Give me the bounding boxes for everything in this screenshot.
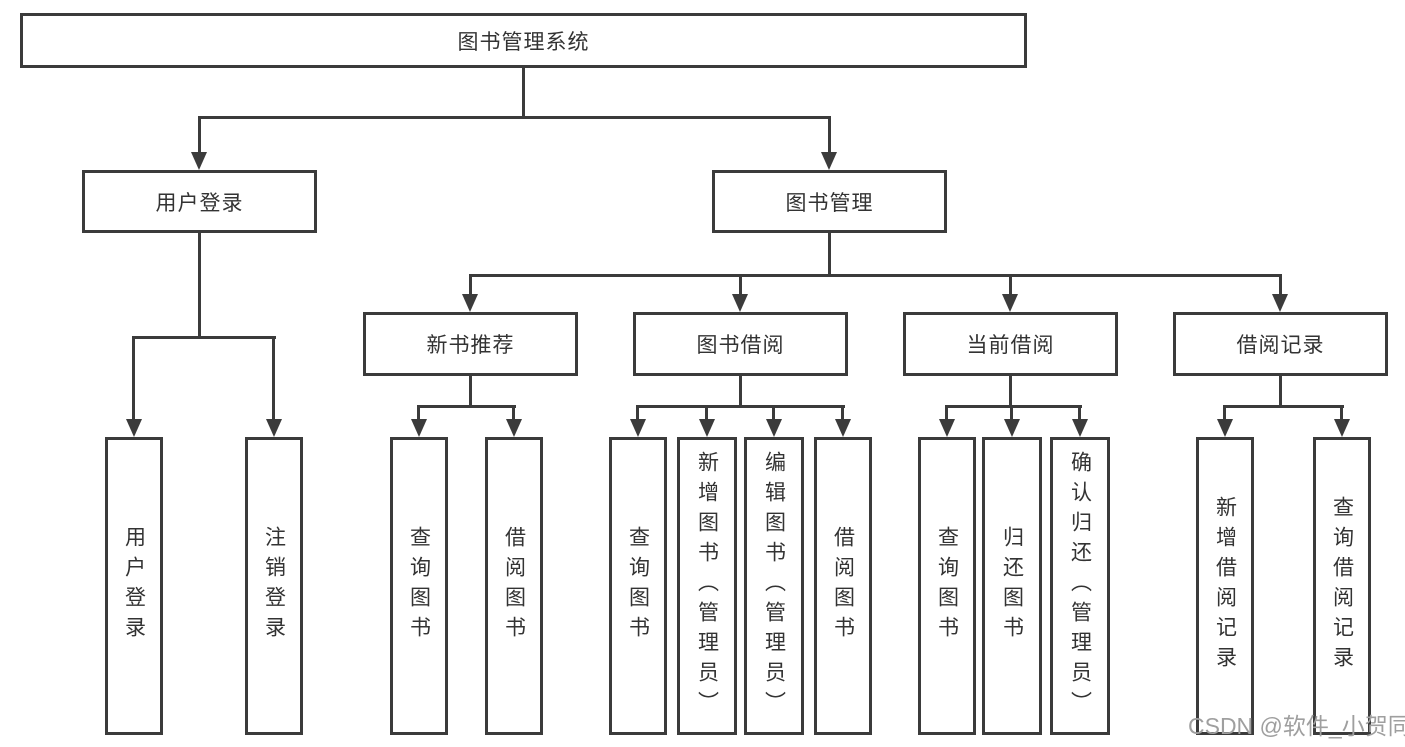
node-book-borrowing: 图书借阅	[633, 312, 848, 376]
leaf-query-books-recommend: 查询图书	[390, 437, 448, 735]
arrowhead-down-icon	[732, 294, 748, 312]
leaf-add-borrow-record: 新增借阅记录	[1196, 437, 1254, 735]
node-root-label: 图书管理系统	[457, 30, 590, 54]
leaf-add-books-admin-label: 新增图书（管理员）	[695, 451, 719, 721]
connector-line	[1010, 405, 1013, 419]
connector-line	[739, 376, 742, 407]
arrowhead-down-icon	[1002, 294, 1018, 312]
arrowhead-down-icon	[821, 152, 837, 170]
leaf-borrow-books-borrowing-label: 借阅图书	[831, 526, 855, 646]
connector-line	[1279, 274, 1282, 294]
connector-line	[417, 405, 516, 408]
leaf-query-books-borrowing-label: 查询图书	[626, 526, 650, 646]
arrowhead-down-icon	[630, 419, 646, 437]
node-current-borrowing-label: 当前借阅	[966, 334, 1055, 357]
leaf-query-borrow-record: 查询借阅记录	[1313, 437, 1371, 735]
leaf-confirm-return-admin-label: 确认归还（管理员）	[1068, 451, 1092, 721]
connector-line	[132, 336, 135, 419]
leaf-query-books-current-label: 查询图书	[935, 526, 959, 646]
node-borrowing-records: 借阅记录	[1173, 312, 1388, 376]
leaf-edit-books-admin-label: 编辑图书（管理员）	[762, 451, 786, 721]
connector-line	[1223, 405, 1226, 419]
connector-line	[522, 68, 525, 118]
node-current-borrowing: 当前借阅	[903, 312, 1118, 376]
arrowhead-down-icon	[411, 419, 427, 437]
connector-line	[198, 233, 201, 336]
connector-line	[841, 405, 844, 419]
arrowhead-down-icon	[1334, 419, 1350, 437]
connector-line	[469, 376, 472, 407]
connector-line	[272, 336, 275, 419]
leaf-query-books-current: 查询图书	[918, 437, 976, 735]
connector-line	[417, 405, 420, 419]
connector-line	[198, 116, 201, 152]
arrowhead-down-icon	[1072, 419, 1088, 437]
leaf-query-borrow-record-label: 查询借阅记录	[1330, 496, 1354, 676]
connector-line	[1009, 376, 1012, 407]
connector-line	[1340, 405, 1343, 419]
leaf-user-login-label: 用户登录	[122, 526, 146, 646]
leaf-logout-label: 注销登录	[262, 526, 286, 646]
connector-line	[636, 405, 845, 408]
leaf-add-books-admin: 新增图书（管理员）	[677, 437, 737, 735]
arrowhead-down-icon	[462, 294, 478, 312]
arrowhead-down-icon	[191, 152, 207, 170]
connector-line	[469, 274, 1282, 277]
leaf-add-borrow-record-label: 新增借阅记录	[1213, 496, 1237, 676]
leaf-return-books-label: 归还图书	[1000, 526, 1024, 646]
connector-line	[828, 233, 831, 276]
leaf-edit-books-admin: 编辑图书（管理员）	[744, 437, 804, 735]
connector-line	[1279, 376, 1282, 407]
node-book-management: 图书管理	[712, 170, 947, 233]
connector-line	[1223, 405, 1344, 408]
node-root: 图书管理系统	[20, 13, 1027, 68]
connector-line	[636, 405, 639, 419]
connector-line	[132, 336, 276, 339]
arrowhead-down-icon	[1272, 294, 1288, 312]
connector-line	[705, 405, 708, 419]
connector-line	[469, 274, 472, 294]
leaf-borrow-books-borrowing: 借阅图书	[814, 437, 872, 735]
node-new-book-recommend-label: 新书推荐	[426, 334, 515, 357]
leaf-return-books: 归还图书	[982, 437, 1042, 735]
leaf-query-books-borrowing: 查询图书	[609, 437, 667, 735]
connector-line	[1078, 405, 1081, 419]
leaf-query-books-recommend-label: 查询图书	[407, 526, 431, 646]
connector-line	[739, 274, 742, 294]
arrowhead-down-icon	[835, 419, 851, 437]
node-borrowing-records-label: 借阅记录	[1236, 334, 1325, 357]
arrowhead-down-icon	[1217, 419, 1233, 437]
arrowhead-down-icon	[699, 419, 715, 437]
connector-line	[828, 116, 831, 152]
node-new-book-recommend: 新书推荐	[363, 312, 578, 376]
node-book-management-label: 图书管理	[785, 191, 874, 215]
node-user-login-label: 用户登录	[155, 191, 244, 215]
connector-line	[945, 405, 948, 419]
connector-line	[512, 405, 515, 419]
node-book-borrowing-label: 图书借阅	[696, 334, 785, 357]
connector-line	[945, 405, 1082, 408]
leaf-confirm-return-admin: 确认归还（管理员）	[1050, 437, 1110, 735]
watermark: CSDN @软件_小贺同学	[1188, 713, 1405, 739]
connector-line	[772, 405, 775, 419]
leaf-borrow-books-recommend-label: 借阅图书	[502, 526, 526, 646]
arrowhead-down-icon	[939, 419, 955, 437]
connector-line	[1009, 274, 1012, 294]
leaf-borrow-books-recommend: 借阅图书	[485, 437, 543, 735]
leaf-user-login: 用户登录	[105, 437, 163, 735]
connector-line	[198, 116, 831, 119]
arrowhead-down-icon	[126, 419, 142, 437]
arrowhead-down-icon	[266, 419, 282, 437]
node-user-login: 用户登录	[82, 170, 317, 233]
arrowhead-down-icon	[1004, 419, 1020, 437]
arrowhead-down-icon	[506, 419, 522, 437]
leaf-logout: 注销登录	[245, 437, 303, 735]
arrowhead-down-icon	[766, 419, 782, 437]
